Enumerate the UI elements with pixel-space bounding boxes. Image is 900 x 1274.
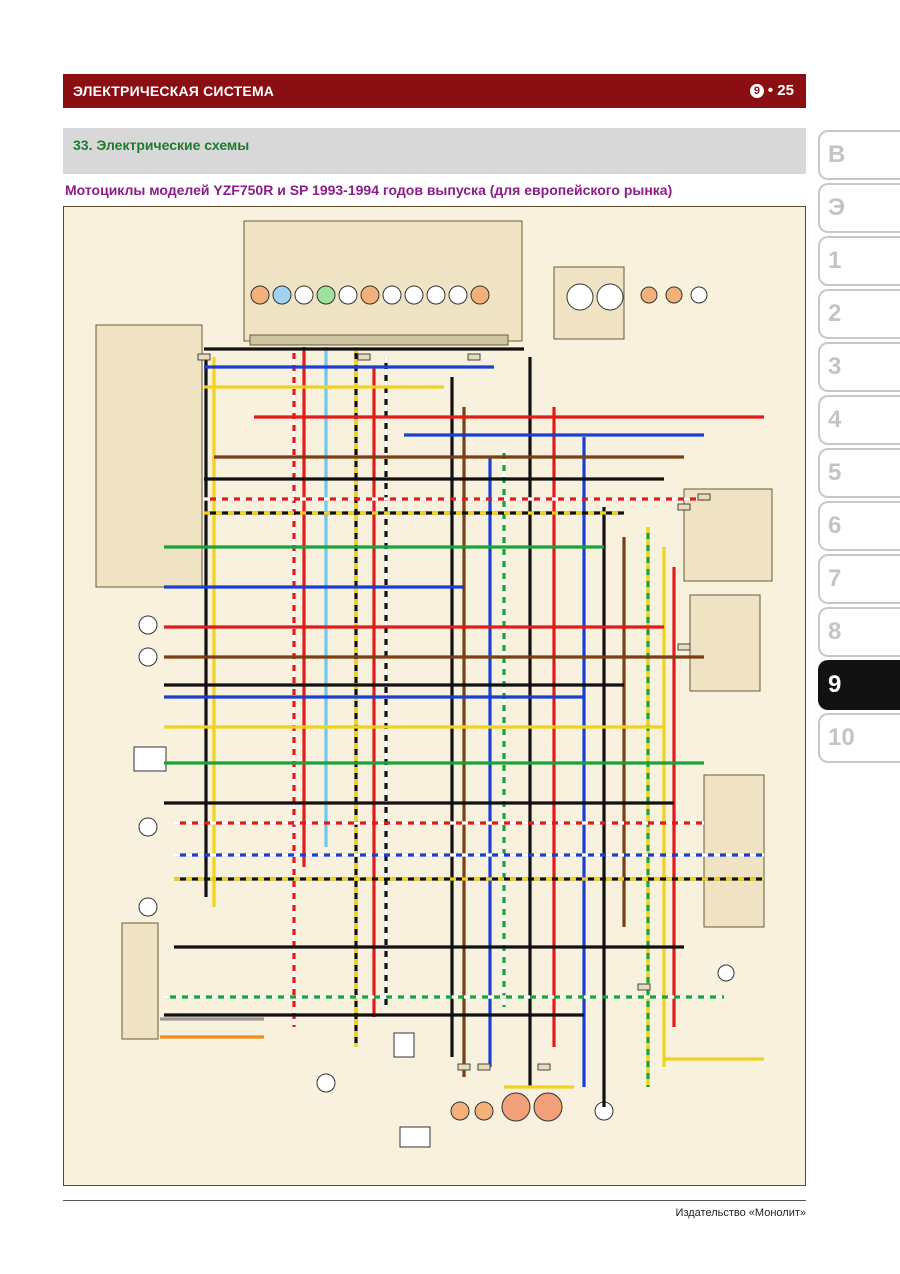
main-fuse: [393, 1032, 415, 1058]
horn-symbol: [138, 615, 158, 635]
indicator-lamp-6: [360, 285, 380, 305]
tab-3[interactable]: 3: [818, 342, 900, 392]
wiring-diagram: [63, 206, 806, 1186]
chapter-header: ЭЛЕКТРИЧЕСКАЯ СИСТЕМА 9 • 25: [63, 74, 806, 108]
fuse-box: [689, 594, 761, 692]
starter-motor-symbol: [316, 1073, 336, 1093]
wiring-diagram-svg: [95, 220, 773, 1148]
thermo-switch: [133, 746, 167, 772]
rear-lamp-1: [450, 1101, 470, 1121]
tab-8[interactable]: 8: [818, 607, 900, 657]
tab-2[interactable]: 2: [818, 289, 900, 339]
tab-7[interactable]: 7: [818, 554, 900, 604]
tab-10[interactable]: 10: [818, 713, 900, 763]
chapter-glyph: 9: [749, 83, 764, 98]
indicator-lamp-8: [404, 285, 424, 305]
connector-3: [467, 353, 481, 361]
front-lamp-3: [690, 286, 708, 304]
connector-9: [477, 1063, 491, 1071]
battery-symbol: [399, 1126, 431, 1148]
tab-e[interactable]: Э: [818, 183, 900, 233]
tab-4[interactable]: 4: [818, 395, 900, 445]
page-number: 9 • 25: [749, 82, 794, 99]
tab-9-active[interactable]: 9: [818, 660, 900, 710]
diagram-subtitle: Мотоциклы моделей YZF750R и SP 1993-1994…: [65, 182, 673, 198]
right-handlebar-switch-box: [683, 488, 773, 582]
page-number-text: • 25: [767, 82, 794, 99]
indicator-lamp-2: [272, 285, 292, 305]
front-lamp-1: [640, 286, 658, 304]
chapter-title: ЭЛЕКТРИЧЕСКАЯ СИСТЕМА: [73, 83, 275, 99]
sensor-symbol: [138, 817, 158, 837]
connector-10: [537, 1063, 551, 1071]
ignitor-unit-box: [121, 922, 159, 1040]
front-lamp-2: [665, 286, 683, 304]
tab-1[interactable]: 1: [818, 236, 900, 286]
indicator-lamp-9: [426, 285, 446, 305]
headlight-bulb-1: [566, 283, 594, 311]
instrument-panel-box: [243, 220, 523, 342]
indicator-lamp-4: [316, 285, 336, 305]
tab-v[interactable]: В: [818, 130, 900, 180]
connector-4: [677, 503, 691, 511]
indicator-lamp-10: [448, 285, 468, 305]
pickup-coil-symbol: [138, 897, 158, 917]
connector-5: [697, 493, 711, 501]
relay-assembly-box: [703, 774, 765, 928]
tab-6[interactable]: 6: [818, 501, 900, 551]
connector-1: [197, 353, 211, 361]
rear-lamp-2: [474, 1101, 494, 1121]
section-title: 33. Электрические схемы: [73, 137, 250, 153]
publisher-footer: Издательство «Монолит»: [675, 1207, 806, 1219]
connector-6: [677, 643, 691, 651]
connector-2: [357, 353, 371, 361]
rear-lamp-3: [501, 1092, 531, 1122]
rear-lamp-4: [533, 1092, 563, 1122]
generator-symbol: [138, 647, 158, 667]
fuel-pump-symbol: [717, 964, 735, 982]
footer-divider: [63, 1200, 806, 1201]
indicator-lamp-1: [250, 285, 270, 305]
indicator-lamp-3: [294, 285, 314, 305]
indicator-lamp-11: [470, 285, 490, 305]
indicator-lamp-7: [382, 285, 402, 305]
tab-5[interactable]: 5: [818, 448, 900, 498]
instrument-connector: [249, 334, 509, 346]
headlight-bulb-2: [596, 283, 624, 311]
connector-8: [457, 1063, 471, 1071]
left-handlebar-switch-box: [95, 324, 203, 588]
connector-7: [637, 983, 651, 991]
indicator-lamp-5: [338, 285, 358, 305]
section-header: 33. Электрические схемы: [63, 128, 806, 174]
